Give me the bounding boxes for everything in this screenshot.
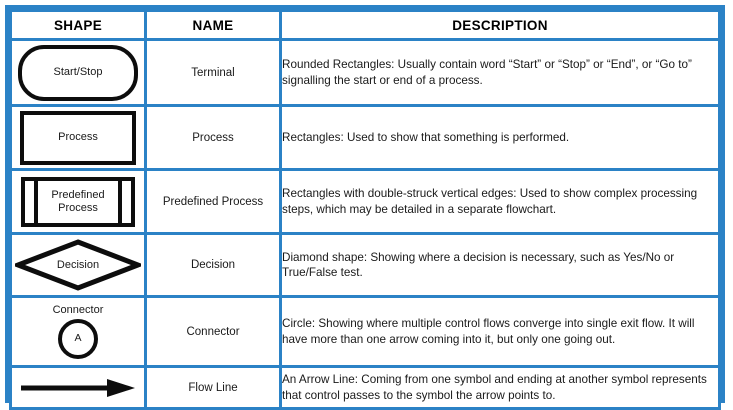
- symbol-description: An Arrow Line: Coming from one symbol an…: [279, 365, 721, 410]
- table-row: Connector A Connector Circle: Showing wh…: [9, 295, 721, 368]
- terminal-rounded-rectangle-shape-icon: Start/Stop: [18, 44, 138, 101]
- table-row: Decision Decision Diamond shape: Showing…: [9, 232, 721, 298]
- shape-label: Process: [58, 131, 98, 144]
- predefined-process-shape-icon: Predefined Process: [21, 176, 135, 227]
- column-header-description: DESCRIPTION: [279, 9, 721, 41]
- shape-label: Start/Stop: [53, 66, 103, 79]
- symbol-name: Connector: [144, 295, 282, 368]
- symbol-name: Flow Line: [144, 365, 282, 410]
- shape-cell: Process: [9, 104, 147, 171]
- table-row: Flow Line An Arrow Line: Coming from one…: [9, 365, 721, 410]
- connector-caption: Connector: [52, 304, 104, 317]
- shape-cell: Connector A: [9, 295, 147, 368]
- symbol-description: Rounded Rectangles: Usually contain word…: [279, 38, 721, 107]
- symbol-name: Predefined Process: [144, 168, 282, 235]
- shape-label: Decision: [56, 258, 100, 271]
- connector-circle-shape-icon: Connector A: [52, 304, 104, 359]
- symbol-description: Rectangles: Used to show that something …: [279, 104, 721, 171]
- table-header-row: SHAPE NAME DESCRIPTION: [9, 9, 721, 41]
- table-row: Start/Stop Terminal Rounded Rectangles: …: [9, 38, 721, 107]
- shape-cell: [9, 365, 147, 410]
- legend-table: SHAPE NAME DESCRIPTION Start/Stop Termin…: [9, 9, 721, 410]
- symbol-description: Diamond shape: Showing where a decision …: [279, 232, 721, 298]
- shape-cell: Decision: [9, 232, 147, 298]
- shape-cell: Predefined Process: [9, 168, 147, 235]
- table-row: Predefined Process Predefined Process Re…: [9, 168, 721, 235]
- decision-diamond-shape-icon: Decision: [15, 239, 141, 291]
- column-header-shape: SHAPE: [9, 9, 147, 41]
- flow-line-arrow-shape-icon: [19, 377, 137, 399]
- shape-label: A: [57, 318, 98, 359]
- symbol-description: Rectangles with double-struck vertical e…: [279, 168, 721, 235]
- flowchart-symbol-legend: SHAPE NAME DESCRIPTION Start/Stop Termin…: [5, 5, 725, 410]
- symbol-name: Decision: [144, 232, 282, 298]
- shape-label: Predefined Process: [51, 188, 105, 214]
- process-rectangle-shape-icon: Process: [20, 110, 136, 165]
- shape-cell: Start/Stop: [9, 38, 147, 107]
- table-row: Process Process Rectangles: Used to show…: [9, 104, 721, 171]
- symbol-name: Terminal: [144, 38, 282, 107]
- symbol-name: Process: [144, 104, 282, 171]
- column-header-name: NAME: [144, 9, 282, 41]
- symbol-description: Circle: Showing where multiple control f…: [279, 295, 721, 368]
